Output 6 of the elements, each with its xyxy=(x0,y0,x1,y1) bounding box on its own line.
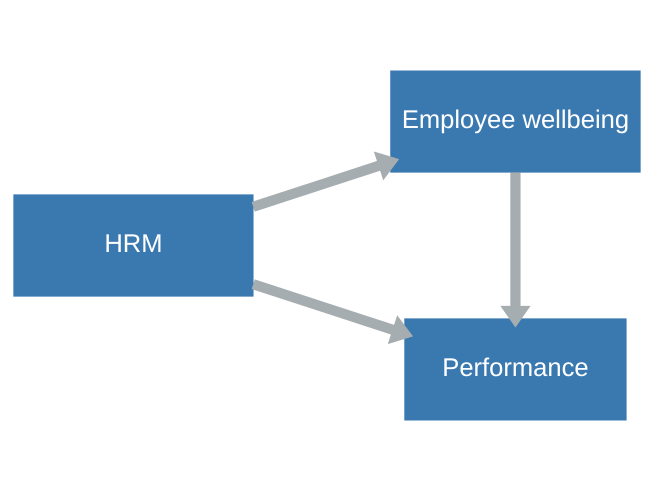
node-box: Performance xyxy=(404,318,627,421)
node-box: HRM xyxy=(13,194,254,297)
node-box: Employee wellbeing xyxy=(390,70,641,173)
arrow xyxy=(252,151,400,212)
arrow xyxy=(252,279,414,344)
arrow xyxy=(500,172,531,328)
